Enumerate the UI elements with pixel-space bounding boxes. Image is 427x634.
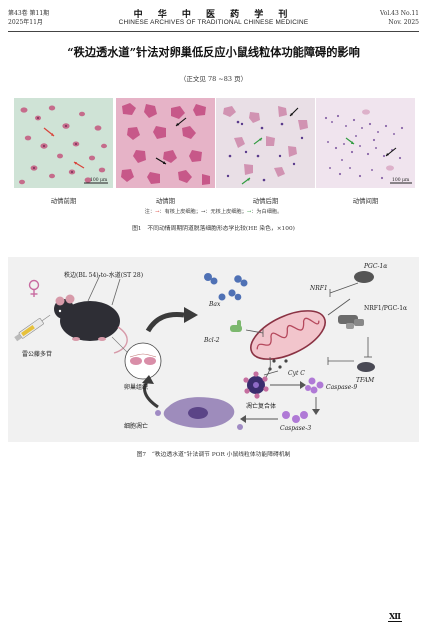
- drug-label: 雷公藤多苷: [22, 351, 53, 358]
- journal-title-en: CHINESE ARCHIVES OF TRADITIONAL CHINESE …: [118, 19, 309, 26]
- page-number: Ⅻ: [387, 611, 402, 622]
- caspase3-label: Caspase-3: [280, 425, 312, 432]
- tfam-label: TFAM: [356, 377, 375, 384]
- article-title: “秩边透水道”针法对卵巢低反应小鼠线粒体功能障碍的影响: [67, 45, 360, 59]
- black-arrow-icon: →: [200, 209, 206, 215]
- acupuncture-needle-icon: [87, 274, 121, 306]
- bax-protein-icon: [204, 273, 248, 301]
- pgc1a-protein-icon: [354, 271, 374, 283]
- micrograph-estrus: [116, 98, 215, 188]
- green-arrow-icon: →: [246, 209, 252, 215]
- header-right: Vol.43 No.11 Nov. 2025: [380, 9, 419, 27]
- cytc-label: Cyt C: [288, 370, 305, 377]
- ovary-tissue-icon: [111, 336, 162, 380]
- caspase9-label: Caspase-9: [326, 384, 358, 391]
- note-prefix: 注：: [144, 209, 156, 215]
- micrograph-metestrus: [216, 98, 315, 188]
- red-arrow-icon: →: [155, 209, 160, 215]
- apoptosome-icon: [243, 371, 269, 399]
- journal-title-cn: 中 华 中 医 药 学 刊: [133, 10, 294, 20]
- caspase3-icon: [282, 411, 308, 423]
- bcl2-label: Bcl-2: [204, 337, 220, 344]
- figure7-diagram: 秩边(BL 54)-to-水道(ST 28) 雷公藤多苷 卵巢组织 Bax Bc…: [8, 257, 419, 442]
- micrograph-proestrus: [14, 98, 113, 188]
- tfam-protein-icon: [357, 362, 375, 372]
- panel-label-diestrus: 动情间期: [352, 197, 379, 205]
- dna-coil-icon: [338, 315, 364, 329]
- scale-bar-right: 100 μm: [392, 178, 410, 183]
- ovary-label: 卵巢组织: [124, 384, 149, 391]
- scale-bar-left: 100 μm: [90, 178, 108, 183]
- female-symbol-icon: [28, 279, 40, 297]
- mouse-icon: [54, 294, 128, 354]
- panel-label-proestrus: 动情前期: [50, 197, 77, 205]
- apoptosome-label: 凋亡复合体: [246, 403, 277, 410]
- pgc1a-label: PGC-1α: [364, 263, 388, 270]
- bax-label: Bax: [209, 301, 221, 308]
- apoptotic-cell-icon: [155, 397, 243, 430]
- header-volume-cn: 第43卷 第11期: [8, 10, 50, 17]
- micrograph-diestrus: [316, 98, 415, 188]
- header-rule: [8, 31, 419, 32]
- article-subtitle: （正文见 78 ~83 页）: [179, 75, 248, 83]
- syringe-icon: [14, 314, 51, 342]
- note-anucleate: ：无核上皮细胞；: [205, 209, 247, 215]
- bcl2-protein-icon: [230, 320, 242, 332]
- nrf1-label: NRF1: [310, 285, 328, 292]
- nrf1-pgc1a-label: NRF1/PGC-1α: [364, 305, 408, 312]
- mitochondrion-icon: [250, 310, 326, 360]
- figure1-note: 注：→：有核上皮细胞；→：无核上皮细胞；→：为白细胞。: [0, 208, 427, 215]
- header-date-en: Nov. 2025: [388, 19, 419, 26]
- figure1-caption: 图1 不同动情周期阴道脱落细胞形态学比较(HE 染色，×100): [132, 226, 295, 232]
- panel-label-estrus: 动情期: [155, 197, 176, 205]
- curved-arrow-icon: [145, 312, 185, 333]
- note-leukocyte: ：为白细胞。: [251, 209, 283, 215]
- header-volume-en: Vol.43 No.11: [379, 10, 419, 17]
- acupoint-label: 秩边(BL 54)-to-水道(ST 28): [64, 272, 144, 279]
- caspase9-icon: [305, 377, 324, 394]
- header-left: 第43卷 第11期 2025年11月: [8, 9, 49, 27]
- header-date-cn: 2025年11月: [8, 19, 43, 26]
- figure7-caption: 图7 “秩边透水道”针法调节 POR 小鼠线粒体功能障碍机制: [136, 452, 291, 458]
- cell-apoptosis-label: 细胞凋亡: [124, 423, 149, 430]
- panel-label-metestrus: 动情后期: [252, 197, 279, 205]
- note-nucleated: ：有核上皮细胞；: [159, 209, 201, 215]
